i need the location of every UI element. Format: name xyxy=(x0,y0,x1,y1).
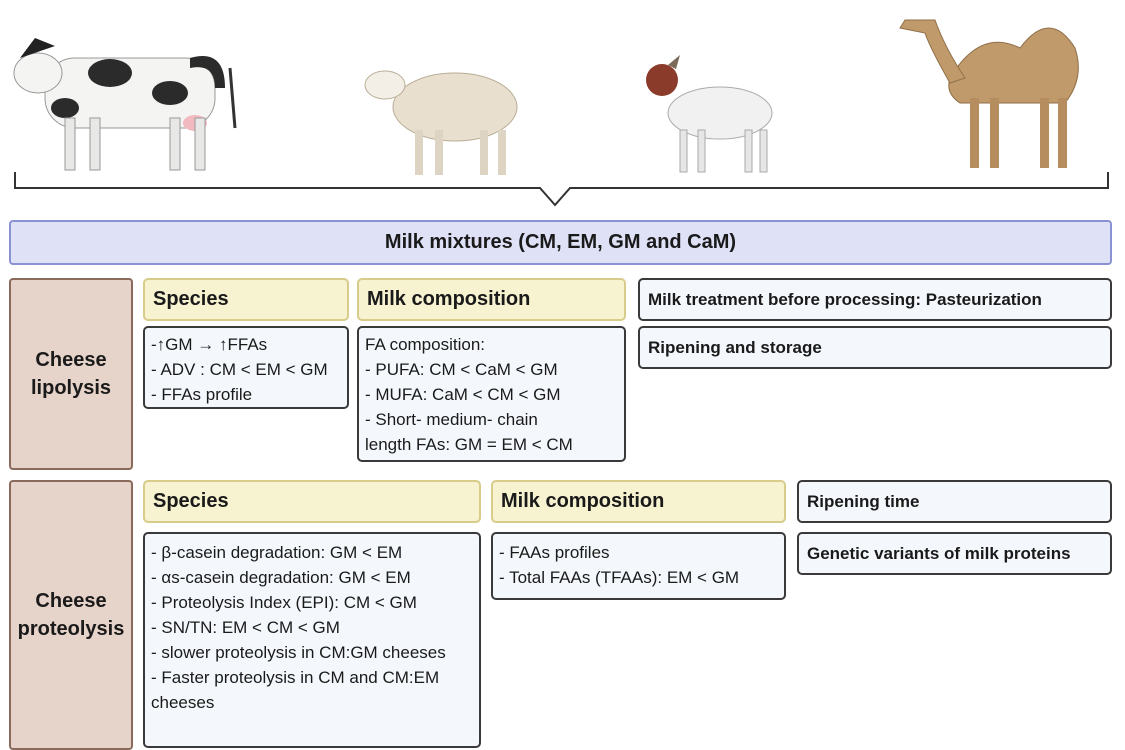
list-item: - Total FAAs (TFAAs): EM < GM xyxy=(499,568,740,587)
goat-icon xyxy=(646,55,773,173)
ripening-storage-box: Ripening and storage xyxy=(638,326,1112,369)
milk-treatment-text: Milk treatment before processing: Pasteu… xyxy=(648,289,1042,309)
milk-mixtures-title: Milk mixtures (CM, EM, GM and CaM) xyxy=(384,231,737,253)
list-item: - FAAs profiles xyxy=(499,543,610,562)
cheese-proteolysis-label: Cheese proteolysis xyxy=(9,480,133,750)
list-item: - Proteolysis Index (EPI): CM < GM xyxy=(151,593,417,612)
list-item: - ADV : CM < EM < GM xyxy=(151,360,328,379)
genetic-variants-box: Genetic variants of milk proteins xyxy=(797,532,1112,575)
proteolysis-label-line2: proteolysis xyxy=(17,618,125,640)
milk-treatment-box: Milk treatment before processing: Pasteu… xyxy=(638,278,1112,321)
camel-icon xyxy=(899,19,1079,168)
lipolysis-composition-list: FA composition: - PUFA: CM < CaM < GM - … xyxy=(357,326,626,462)
cheese-lipolysis-label: Cheese lipolysis xyxy=(9,278,133,470)
list-item: -↑GM → ↑FFAs xyxy=(151,335,268,354)
lipolysis-composition-header-text: Milk composition xyxy=(367,288,531,310)
proteolysis-label-line1: Cheese xyxy=(35,590,107,612)
proteolysis-composition-header: Milk composition xyxy=(491,480,786,523)
list-item: - slower proteolysis in CM:GM cheeses xyxy=(151,643,446,662)
lipolysis-species-list: -↑GM → ↑FFAs - ADV : CM < EM < GM - FFAs… xyxy=(143,326,349,409)
list-item: - β-casein degradation: GM < EM xyxy=(151,543,403,562)
lipolysis-composition-header: Milk composition xyxy=(357,278,626,321)
genetic-variants-text: Genetic variants of milk proteins xyxy=(807,543,1071,563)
lipolysis-label-line2: lipolysis xyxy=(30,377,112,399)
ripening-time-box: Ripening time xyxy=(797,480,1112,523)
milk-mixtures-banner: Milk mixtures (CM, EM, GM and CaM) xyxy=(9,220,1112,265)
proteolysis-species-header-text: Species xyxy=(153,490,229,512)
grouping-bracket xyxy=(14,172,1109,207)
list-item: - FFAs profile xyxy=(151,385,253,404)
proteolysis-composition-list: - FAAs profiles - Total FAAs (TFAAs): EM… xyxy=(491,532,786,600)
ripening-time-text: Ripening time xyxy=(807,491,920,511)
proteolysis-species-list: - β-casein degradation: GM < EM - αs-cas… xyxy=(143,532,481,748)
proteolysis-species-header: Species xyxy=(143,480,481,523)
lipolysis-label-line1: Cheese xyxy=(35,349,107,371)
sheep-icon xyxy=(364,70,518,175)
list-item: - Faster proteolysis in CM and CM:EM che… xyxy=(151,668,440,712)
list-item: FA composition: xyxy=(365,335,486,354)
lipolysis-species-header-text: Species xyxy=(153,288,229,310)
list-item: - MUFA: CaM < CM < GM xyxy=(365,385,561,404)
ripening-storage-text: Ripening and storage xyxy=(648,337,822,357)
list-item: - Short- medium- chain xyxy=(365,410,538,429)
proteolysis-composition-header-text: Milk composition xyxy=(501,490,665,512)
cow-icon xyxy=(13,38,237,171)
list-item: - PUFA: CM < CaM < GM xyxy=(365,360,558,379)
lipolysis-species-header: Species xyxy=(143,278,349,321)
list-item: - αs-casein degradation: GM < EM xyxy=(151,568,411,587)
list-item: - SN/TN: EM < CM < GM xyxy=(151,618,340,637)
list-item: length FAs: GM = EM < CM xyxy=(365,435,573,454)
